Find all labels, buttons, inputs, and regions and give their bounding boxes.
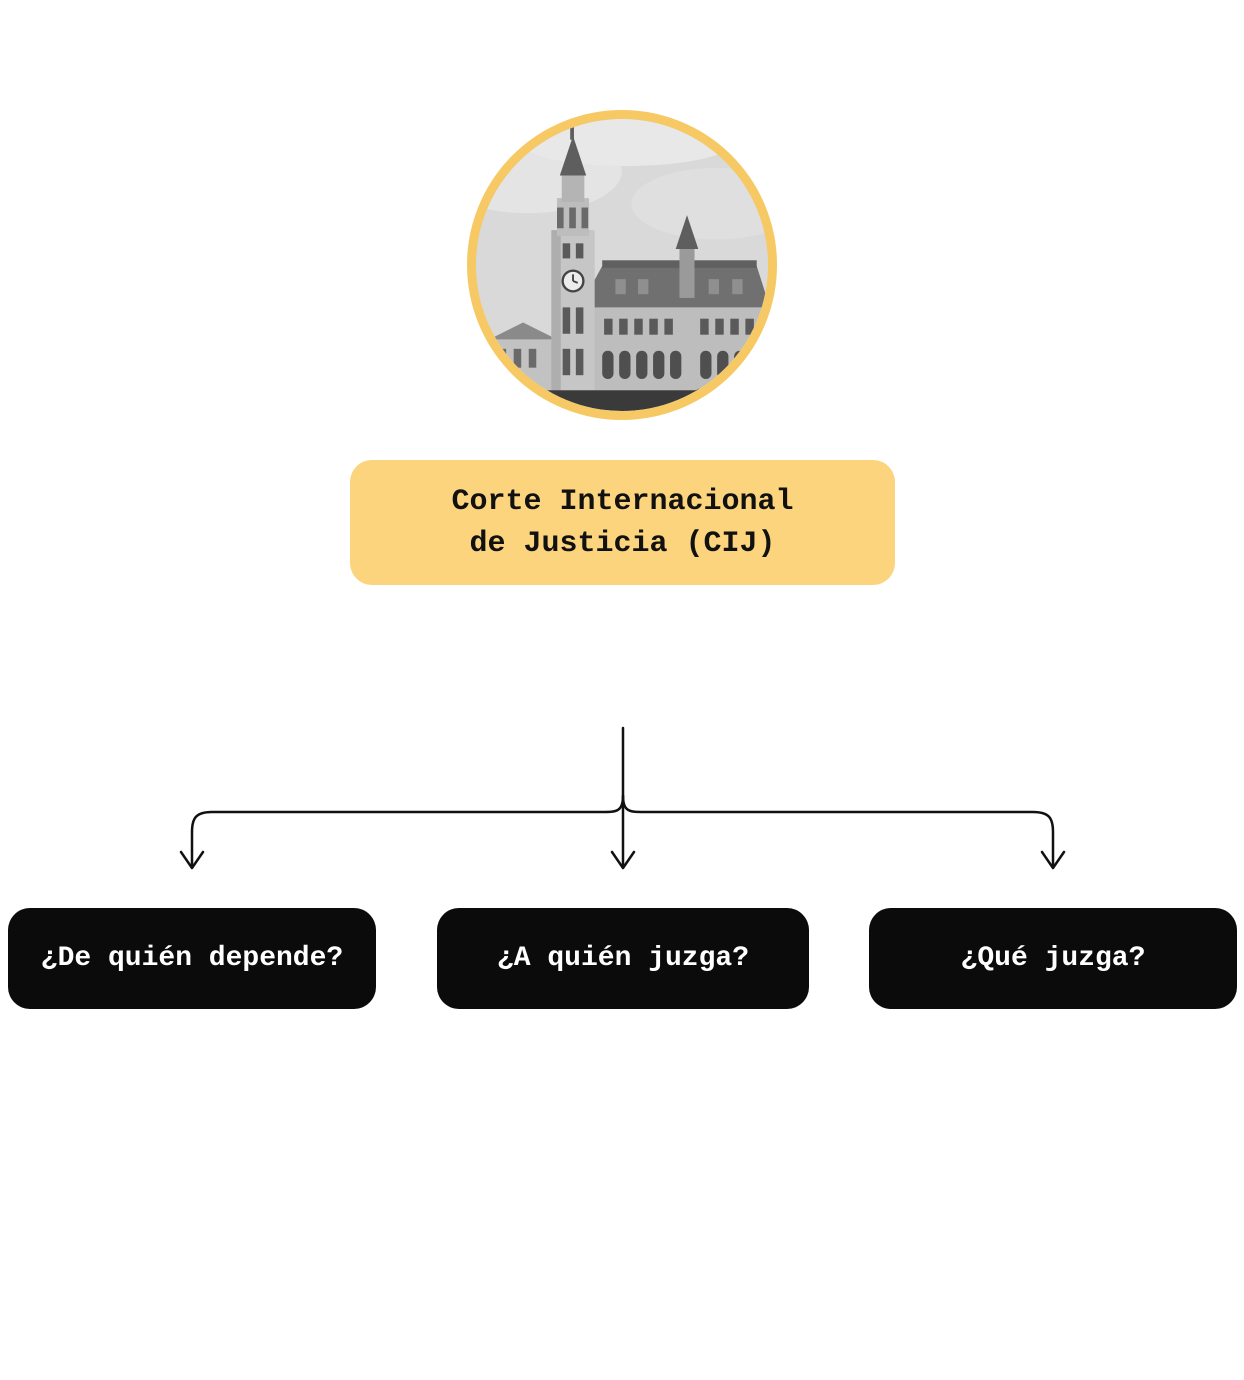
root-node-cij: Corte Internacional de Justicia (CIJ) — [350, 460, 895, 585]
question-label: ¿Qué juzga? — [960, 943, 1146, 974]
root-node-label-line1: Corte Internacional — [451, 484, 794, 519]
peace-palace-photo — [467, 110, 777, 420]
question-box-que-juzga: ¿Qué juzga? — [869, 908, 1237, 1009]
question-label: ¿De quién depende? — [40, 943, 344, 974]
root-node-label-line2: de Justicia (CIJ) — [469, 526, 776, 561]
question-box-a-quien-juzga: ¿A quién juzga? — [437, 908, 809, 1009]
question-label: ¿A quién juzga? — [496, 943, 750, 974]
question-box-depende: ¿De quién depende? — [8, 908, 376, 1009]
building-illustration — [476, 119, 768, 411]
